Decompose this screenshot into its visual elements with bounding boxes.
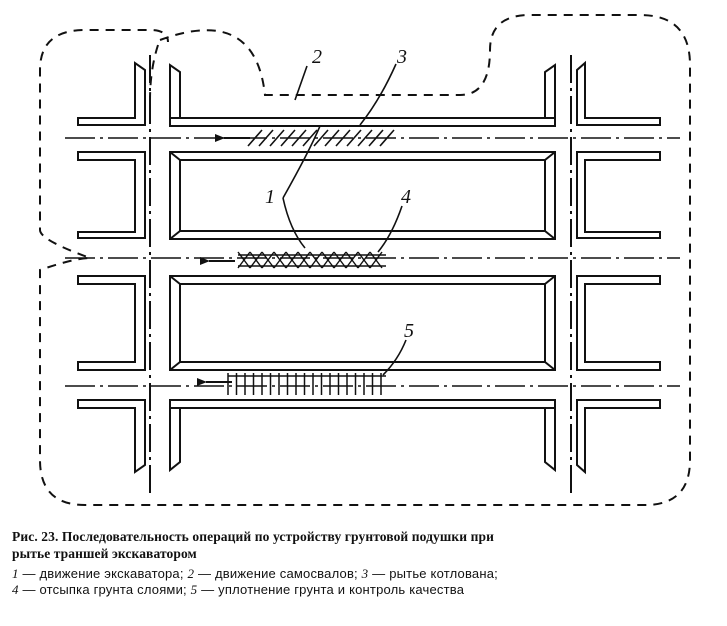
label-1: 1 <box>265 186 275 208</box>
excavation-stroke <box>291 129 307 147</box>
excavation-stroke <box>313 129 329 147</box>
legend-num-2: 2 <box>187 566 195 581</box>
right-blocks <box>570 55 661 495</box>
trench-axes <box>65 137 680 387</box>
central-blocks <box>169 63 556 473</box>
dump-truck-route-inner <box>149 44 159 101</box>
soil-layering-hatching <box>237 251 386 269</box>
label-3: 3 <box>396 46 407 68</box>
excavation-stroke <box>247 129 263 147</box>
leader-lines <box>282 63 407 376</box>
label-4: 4 <box>401 186 411 208</box>
caption-legend: 1 — движение экскаватора; 2 — движение с… <box>12 566 712 598</box>
legend-text-5: — уплотнение грунта и контроль качества <box>197 582 465 597</box>
excavation-stroke <box>324 129 340 147</box>
label-2: 2 <box>312 46 322 68</box>
caption-title-line2: рытье траншей экскаватором <box>12 546 197 561</box>
figure-caption: Рис. 23. Последовательность операций по … <box>12 528 712 598</box>
excavation-hatching <box>247 129 395 147</box>
excavation-stroke <box>302 129 318 147</box>
excavation-stroke <box>346 129 362 147</box>
excavation-stroke <box>269 129 285 147</box>
foundation-trench-diagram: 2 3 1 4 5 <box>39 14 691 506</box>
excavation-stroke <box>335 129 351 147</box>
legend-text-3: — рытье котлована; <box>368 566 498 581</box>
excavation-stroke <box>357 129 373 147</box>
compaction-hatching <box>227 373 386 395</box>
legend-text-4: — отсыпка грунта слоями; <box>18 582 191 597</box>
left-blocks <box>77 55 151 495</box>
legend-text-1: — движение экскаватора; <box>18 566 188 581</box>
caption-title-line1: Рис. 23. Последовательность операций по … <box>12 529 494 544</box>
excavation-stroke <box>280 129 296 147</box>
legend-num-3: 3 <box>361 566 369 581</box>
excavation-stroke <box>368 129 384 147</box>
legend-num-1: 1 <box>12 566 19 581</box>
excavation-stroke <box>379 129 395 147</box>
legend-num-5: 5 <box>190 582 198 597</box>
excavation-stroke <box>258 129 274 147</box>
dump-truck-route <box>39 14 691 506</box>
caption-title: Рис. 23. Последовательность операций по … <box>12 528 712 562</box>
label-5: 5 <box>404 320 414 342</box>
legend-text-2: — движение самосвалов; <box>194 566 362 581</box>
legend-num-4: 4 <box>12 582 19 597</box>
